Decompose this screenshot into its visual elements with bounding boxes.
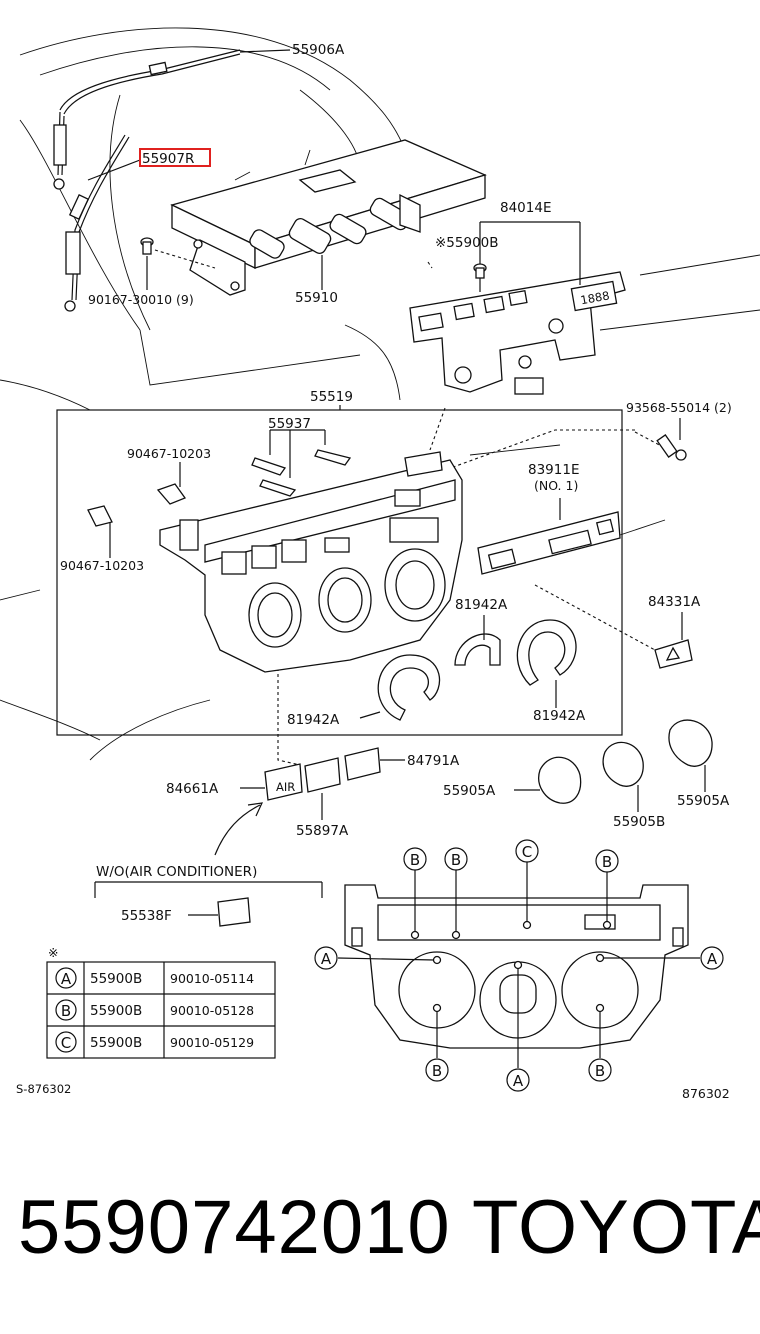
table-row: C 55900B 90010-05129 [55,1031,254,1053]
air-switch-label: AIR [276,780,295,794]
footer-part-number: 5590742010 [18,1185,451,1270]
label-55905A-left[interactable]: 55905A [443,783,496,799]
cable-55906A [53,49,291,190]
label-55906A[interactable]: 55906A [292,42,345,58]
label-90467-10203-right[interactable]: 90467-10203 [127,446,211,461]
label-55905B[interactable]: 55905B [613,814,665,830]
board-assy: 1888 [409,221,626,395]
table-row: A 55900B 90010-05114 [55,967,254,989]
cable-55907R [64,134,141,312]
screw-board-icon [473,255,487,279]
switches: AIR [240,747,405,820]
bulb-holders [251,429,352,497]
label-84791A[interactable]: 84791A [407,753,460,769]
label-55910[interactable]: 55910 [295,290,338,306]
code-left: S-876302 [16,1082,71,1096]
part-labels: 55906A 55907R 84014E ※55900B 55910 90167… [16,42,732,1101]
control-bracket [170,139,487,296]
table-row-part: 55900B [90,1003,142,1019]
svg-text:1888: 1888 [579,288,610,307]
marker-top-1: B [410,851,420,869]
clips [87,462,187,558]
label-81942A-left[interactable]: 81942A [287,712,340,728]
table-row-key: B [61,1002,71,1020]
label-84014E[interactable]: 84014E [500,200,551,216]
screw-table: ※ A 55900B 90010-05114 B 55900B 90010-05… [46,945,276,1059]
table-row-number: 90010-05129 [170,1035,254,1050]
label-screw-55900B[interactable]: ※55900B [435,235,499,251]
label-55905A-right[interactable]: 55905A [677,793,730,809]
table-row-part: 55900B [90,1035,142,1051]
marker-bottom-2: A [513,1072,524,1090]
label-90467-10203-left[interactable]: 90467-10203 [60,558,144,573]
marker-bottom-3: B [595,1062,605,1080]
label-84331A[interactable]: 84331A [648,594,701,610]
label-93568-55014[interactable]: 93568-55014 (2) [626,400,732,415]
label-wo-ac: W/O(AIR CONDITIONER) [96,864,257,880]
table-row-key: C [61,1034,71,1052]
screw-markers: B B C B A A B A B [314,839,724,1092]
marker-bottom-1: B [432,1062,442,1080]
label-81942A-right[interactable]: 81942A [533,708,586,724]
control-panel-housing [159,451,463,673]
hazard-switch [654,612,693,669]
marker-side-left: A [321,950,332,968]
dashboard-outline [0,27,760,761]
table-row: B 55900B 90010-05128 [55,999,254,1021]
label-84661A[interactable]: 84661A [166,781,219,797]
label-55538F[interactable]: 55538F [121,908,172,924]
table-row-key: A [61,970,72,988]
code-right: 876302 [682,1086,730,1101]
knobs [514,719,713,812]
screw-table-marker: ※ [48,945,58,960]
arrow-icon [214,802,264,856]
screw-bracket-icon [140,237,216,290]
marker-top-4: B [602,853,612,871]
footer-brand: TOYOTA [472,1185,760,1270]
label-83911E[interactable]: 83911E [528,462,579,478]
rings [359,615,577,721]
lens-plate [477,498,621,575]
label-90167-30010[interactable]: 90167-30010 (9) [88,292,194,307]
label-55907R[interactable]: 55907R [142,151,194,167]
parts-diagram: 1888 [0,27,760,1101]
table-row-part: 55900B [90,971,142,987]
label-81942A-center[interactable]: 81942A [455,597,508,613]
label-55519[interactable]: 55519 [310,389,353,405]
label-83911E-note[interactable]: (NO. 1) [534,478,578,493]
marker-top-3: C [522,843,532,861]
wo-ac-bracket [94,881,323,927]
table-row-number: 90010-05114 [170,971,254,986]
label-55897A[interactable]: 55897A [296,823,349,839]
table-row-number: 90010-05128 [170,1003,254,1018]
label-55937[interactable]: 55937 [268,416,311,432]
bolt-icon [656,418,687,461]
highlight-box [139,148,211,167]
screw-layout-panel [337,862,700,1068]
marker-side-right: A [707,950,718,968]
marker-top-2: B [451,851,461,869]
